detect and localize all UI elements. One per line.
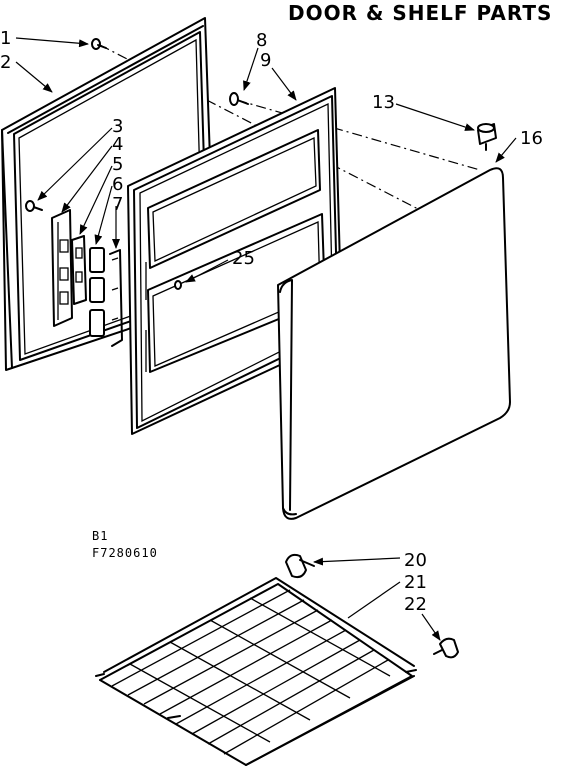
leader-lines [15,37,517,641]
callout-6: 6 [112,174,123,195]
screw-8 [229,92,249,106]
callout-7: 7 [112,194,123,215]
callout-22: 22 [404,594,427,615]
callout-1: 1 [0,28,11,49]
model-code-line2: F7280610 [92,546,158,560]
callout-20: 20 [404,550,427,571]
screw-1 [91,38,107,50]
callout-21: 21 [404,572,427,593]
callout-2: 2 [0,52,11,73]
callout-16: 16 [520,128,543,149]
outer-door-panel [277,167,511,520]
hinge-assembly [25,200,123,347]
wire-shelf-21 [95,577,417,766]
door-stop-13 [477,123,497,151]
model-code-line1: B1 [92,529,108,543]
diagram-title: DOOR & SHELF PARTS [288,1,552,25]
shelf-support-20 [285,553,315,579]
callout-13: 13 [372,92,395,113]
callout-8: 8 [256,30,267,51]
screw-25 [174,280,182,290]
shelf-support-22 [433,637,459,659]
callout-4: 4 [112,134,123,155]
callout-9: 9 [260,50,271,71]
callout-25: 25 [232,248,255,269]
callout-5: 5 [112,154,123,175]
callout-numbers: 1 2 3 4 5 6 7 8 9 13 16 25 20 21 22 [0,28,543,615]
callout-3: 3 [112,116,123,137]
